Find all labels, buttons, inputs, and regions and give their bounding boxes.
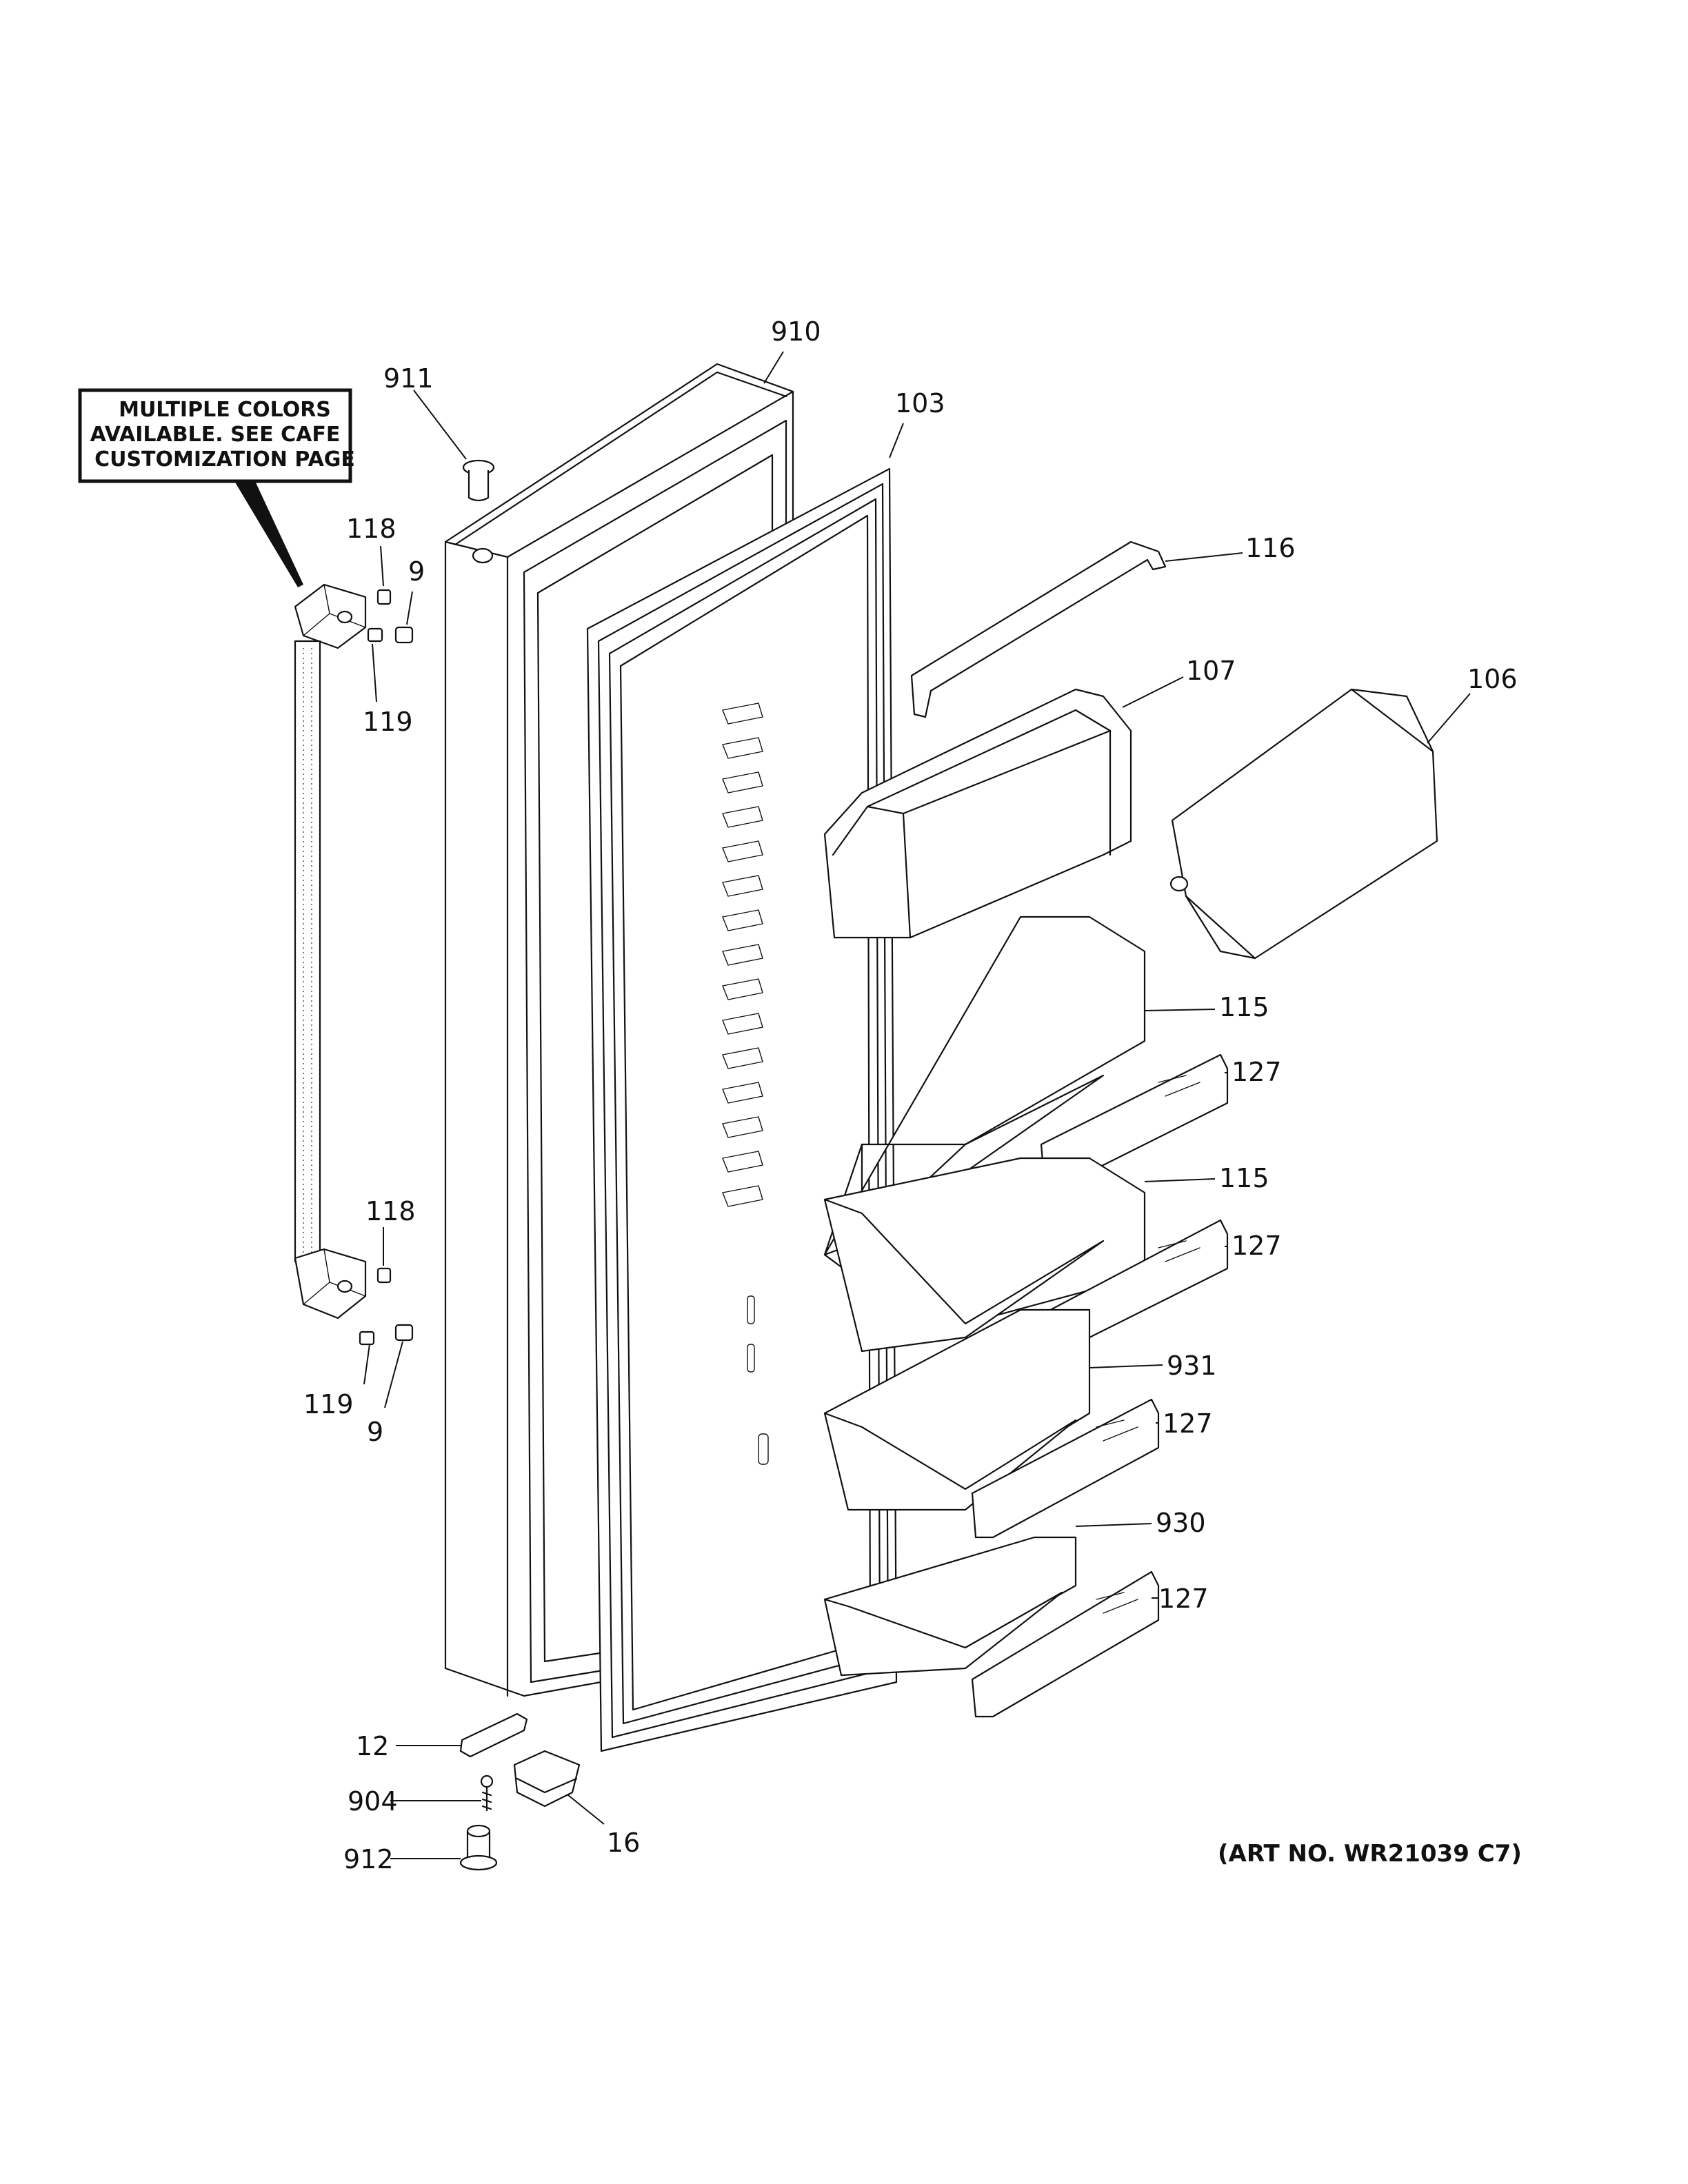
callout-107: 107 xyxy=(1186,656,1236,686)
callout-106: 106 xyxy=(1467,664,1518,694)
note-line-3: CUSTOMIZATION PAGE xyxy=(94,447,355,472)
callout-119-top: 119 xyxy=(363,707,413,737)
bin-107 xyxy=(823,688,1132,939)
liner-shelf-tabs xyxy=(722,702,769,1465)
handle-setscrews xyxy=(359,589,414,1346)
door-gasket xyxy=(586,467,898,1752)
hinge-plate-12 xyxy=(459,1712,528,1758)
note-line-2: AVAILABLE. SEE CAFE xyxy=(90,423,341,447)
hinge-16 xyxy=(513,1750,581,1808)
bin-trim-127-d xyxy=(971,1570,1160,1718)
callout-12: 12 xyxy=(356,1731,389,1761)
art-number: (ART NO. WR21039 C7) xyxy=(1218,1840,1522,1868)
callout-116: 116 xyxy=(1245,533,1296,563)
callout-127-d: 127 xyxy=(1158,1584,1209,1614)
callout-127-c: 127 xyxy=(1163,1408,1213,1439)
bin-106-cover xyxy=(1169,688,1438,960)
callout-931: 931 xyxy=(1167,1351,1217,1381)
note-pointer xyxy=(234,481,303,587)
top-hinge-bushing xyxy=(462,459,495,502)
callout-118-bottom: 118 xyxy=(365,1196,416,1226)
bin-trim-127-c xyxy=(971,1398,1160,1539)
color-note-box: MULTIPLE COLORS AVAILABLE. SEE CAFE CUST… xyxy=(78,388,355,587)
callout-9-bottom: 9 xyxy=(367,1417,383,1447)
bin-115-lower xyxy=(823,1157,1146,1353)
callout-127-b: 127 xyxy=(1232,1231,1282,1261)
callout-119-bottom: 119 xyxy=(303,1389,354,1419)
callout-904: 904 xyxy=(348,1786,398,1817)
callout-115-a: 115 xyxy=(1219,992,1269,1022)
callout-labels: 910 911 103 116 107 106 118 9 119 115 12… xyxy=(303,316,1518,1874)
screw-904 xyxy=(480,1775,494,1812)
callout-910: 910 xyxy=(771,316,821,347)
door-handle xyxy=(294,583,367,1320)
callout-911: 911 xyxy=(383,363,434,394)
callout-16: 16 xyxy=(607,1828,640,1858)
callout-9-top: 9 xyxy=(408,556,425,587)
shelf-rail xyxy=(910,540,1167,718)
callout-118-top: 118 xyxy=(346,514,396,544)
callout-115-b: 115 xyxy=(1219,1163,1269,1193)
leader-lines xyxy=(363,351,1471,1859)
callout-912: 912 xyxy=(343,1844,394,1874)
callout-930: 930 xyxy=(1156,1508,1206,1538)
bin-930 xyxy=(823,1536,1077,1677)
bushing-912 xyxy=(459,1824,498,1871)
callout-127-a: 127 xyxy=(1232,1057,1282,1087)
bin-931 xyxy=(823,1308,1091,1511)
note-line-1: MULTIPLE COLORS xyxy=(119,398,331,422)
callout-103: 103 xyxy=(895,388,945,418)
